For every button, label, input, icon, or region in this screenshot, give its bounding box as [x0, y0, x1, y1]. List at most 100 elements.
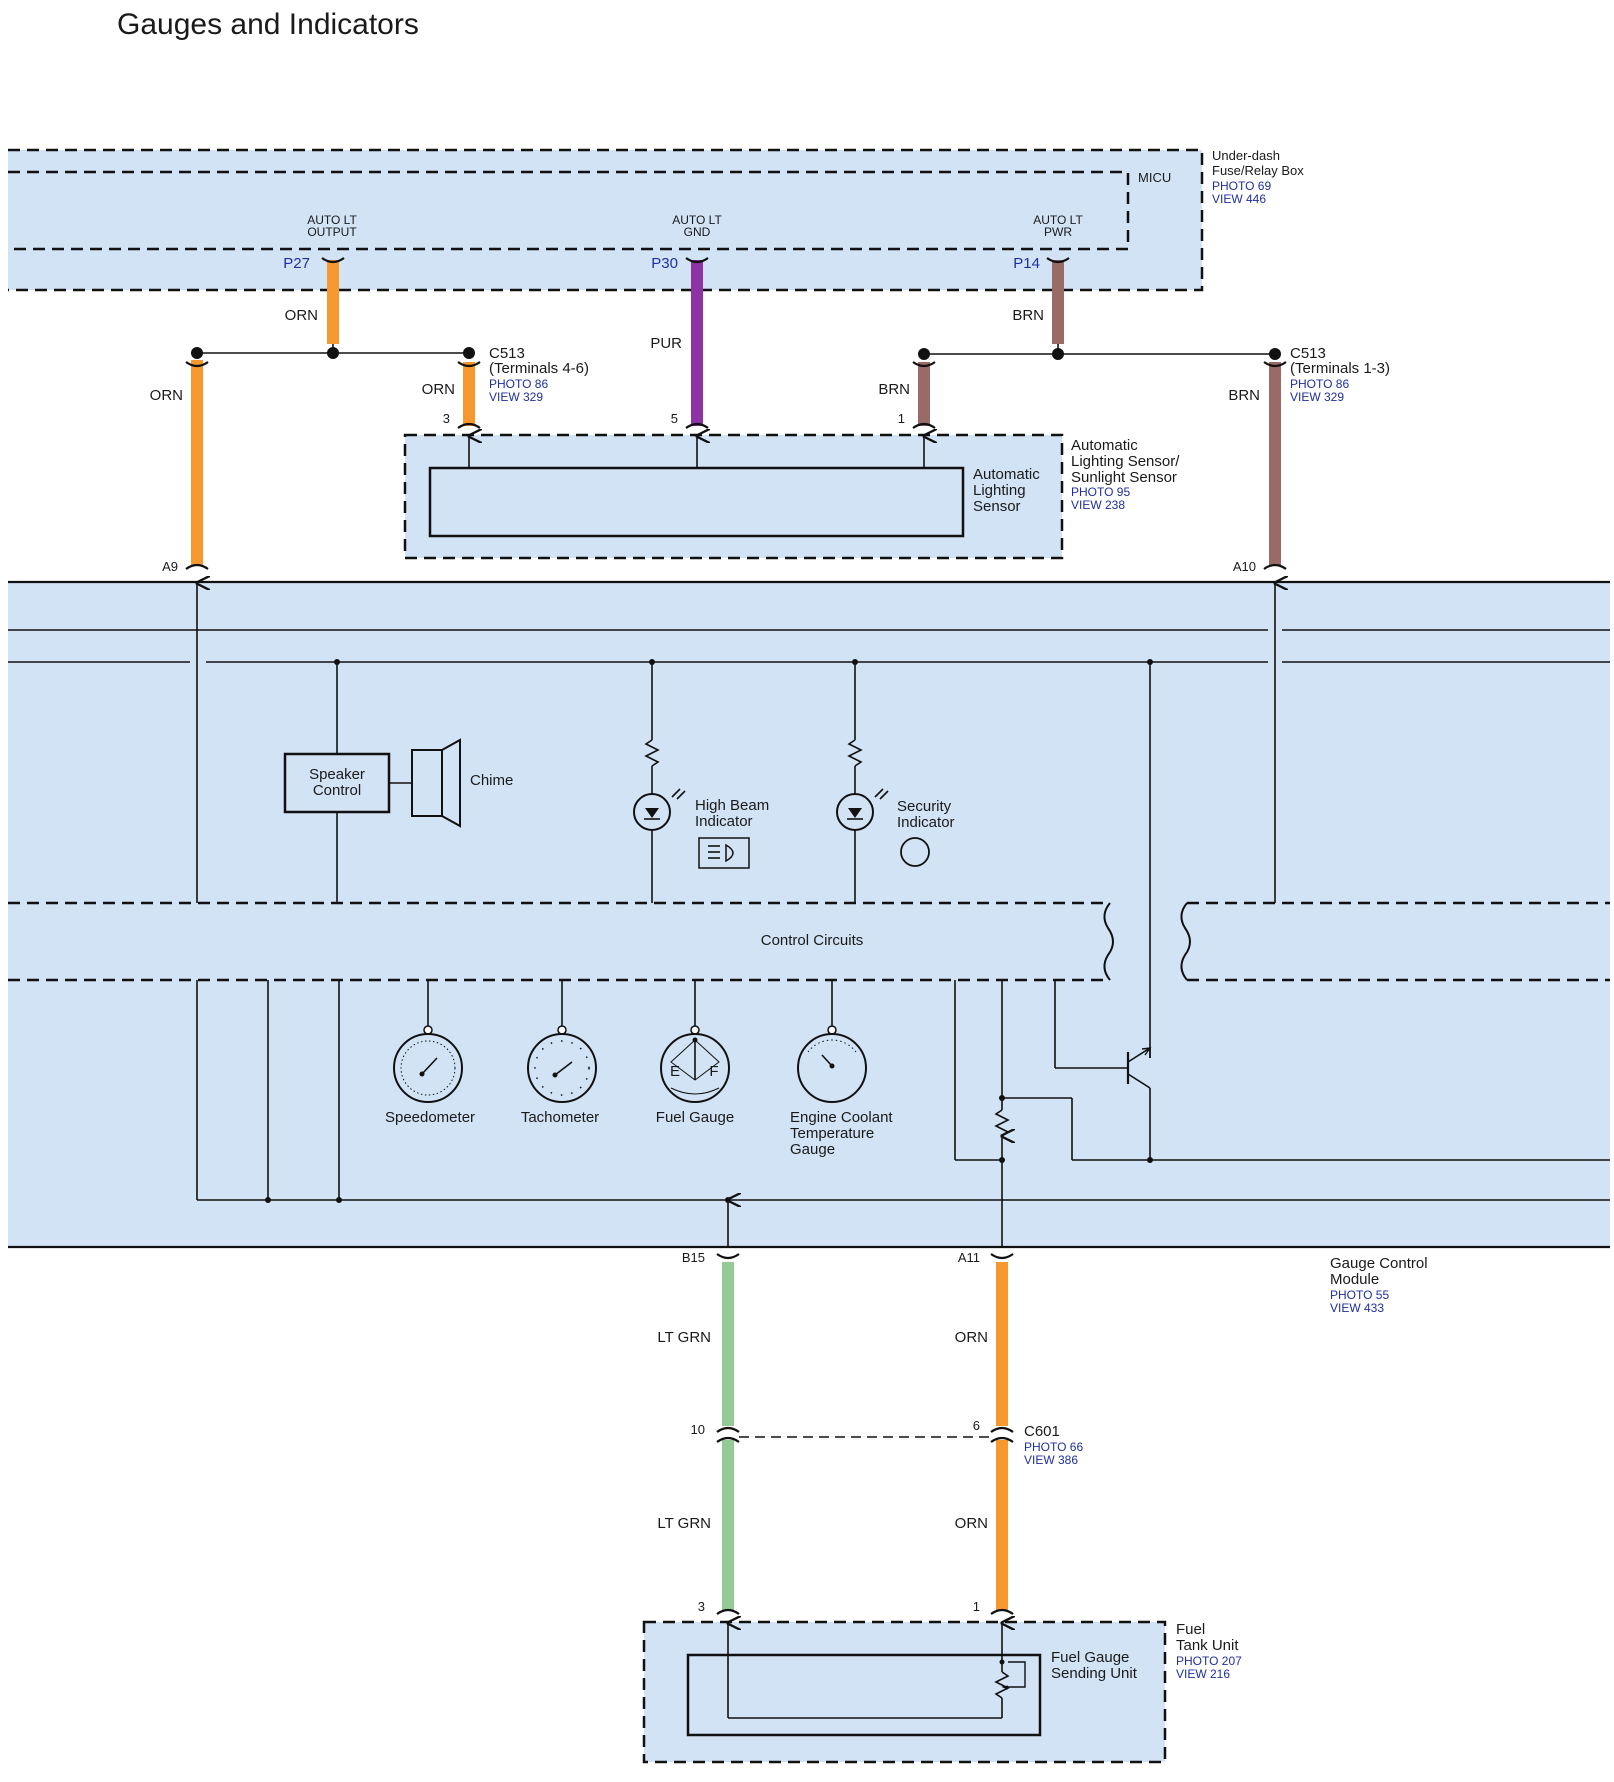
wire-label-a10: BRN [1228, 387, 1260, 404]
sensor-name-3: Sunlight Sensor [1071, 469, 1177, 486]
wire-p30-pur [691, 260, 703, 426]
c601-photo: PHOTO 66 [1024, 1440, 1083, 1454]
lighting-sensor-unit: Automatic Lighting Sensor Automatic Ligh… [403, 435, 1180, 560]
wire-pin1-brn [918, 362, 930, 426]
sensor-inner-3: Sensor [973, 498, 1021, 515]
gauge-module-name-2: Module [1330, 1271, 1379, 1288]
wire-label-b15-lower: LT GRN [657, 1515, 711, 1532]
auto-lt-pwr-label-2: PWR [1044, 225, 1072, 239]
control-circuits-label: Control Circuits [761, 932, 864, 949]
auto-lt-pwr-label-1: AUTO LT [1033, 213, 1083, 227]
wire-a9-orn [191, 360, 203, 566]
fuel-tank-photo: PHOTO 207 [1176, 1654, 1242, 1668]
bottom-wiring: B15 A11 LT GRN ORN LT GRN ORN 10 6 C601 … [657, 1250, 1083, 1615]
c513-left-name: C513 [489, 345, 525, 362]
fuse-relay-box: MICU Under-dash Fuse/Relay Box PHOTO 69 … [8, 148, 1304, 292]
pin-p30: P30 [651, 255, 678, 272]
sending-unit-2: Sending Unit [1051, 1665, 1138, 1682]
top-wiring: P27 P30 P14 ORN PUR BRN ORN ORN BRN BRN … [150, 255, 1390, 574]
auto-lt-output-label-1: AUTO LT [307, 213, 357, 227]
fuel-tank-pin-3: 3 [698, 1599, 705, 1614]
auto-lt-gnd-label-2: GND [684, 225, 711, 239]
c601-pin-6: 6 [973, 1418, 980, 1433]
wire-pin3-orn [463, 362, 475, 426]
wire-a11-upper [996, 1262, 1008, 1426]
sensor-view: VIEW 238 [1071, 498, 1125, 512]
coolant-label-3: Gauge [790, 1141, 835, 1158]
gauge-module-photo: PHOTO 55 [1330, 1288, 1389, 1302]
wire-a11-lower [996, 1440, 1008, 1610]
fuse-box-photo: PHOTO 69 [1212, 179, 1271, 193]
wire-label-pin1: BRN [878, 381, 910, 398]
fuse-box-name-1: Under-dash [1212, 148, 1280, 163]
coolant-gauge-icon [797, 1033, 867, 1103]
auto-lt-gnd-label-1: AUTO LT [672, 213, 722, 227]
wire-label-pin3: ORN [422, 381, 455, 398]
pin-a10: A10 [1233, 559, 1256, 574]
wire-a10-brn [1269, 362, 1281, 566]
fuel-tank-name-1: Fuel [1176, 1621, 1205, 1638]
micu-label: MICU [1138, 170, 1171, 185]
c513-left-photo: PHOTO 86 [489, 377, 548, 391]
c601-name: C601 [1024, 1423, 1060, 1440]
sensor-name-1: Automatic [1071, 437, 1138, 454]
wire-b15-lower [722, 1440, 734, 1610]
headlight-icon [698, 837, 750, 869]
wire-label-a9: ORN [150, 387, 183, 404]
speaker-control-2: Control [313, 782, 361, 799]
wire-label-p27: ORN [285, 307, 318, 324]
tachometer-icon [527, 1033, 597, 1103]
fuel-empty-label: E [670, 1063, 680, 1080]
c513-right-photo: PHOTO 86 [1290, 377, 1349, 391]
chime-icon [411, 738, 461, 828]
gauge-control-module: Gauge Control Module PHOTO 55 VIEW 433 C… [8, 582, 1610, 1315]
pin-a11: A11 [958, 1250, 980, 1265]
c601-view: VIEW 386 [1024, 1453, 1078, 1467]
sensor-pin-1: 1 [898, 411, 905, 426]
c513-right-name: C513 [1290, 345, 1326, 362]
auto-lt-output-label-2: OUTPUT [307, 225, 357, 239]
c513-left-view: VIEW 329 [489, 390, 543, 404]
wire-label-a11-upper: ORN [955, 1329, 988, 1346]
wire-p27-orn [327, 260, 339, 344]
fuel-tank-view: VIEW 216 [1176, 1667, 1230, 1681]
c513-left-terminals: (Terminals 4-6) [489, 360, 589, 377]
fuel-full-label: F [709, 1063, 718, 1080]
fuse-box-name-2: Fuse/Relay Box [1212, 163, 1304, 178]
sensor-pin-3: 3 [443, 411, 450, 426]
speedometer-label: Speedometer [385, 1109, 475, 1126]
wire-label-p14: BRN [1012, 307, 1044, 324]
c513-right-view: VIEW 329 [1290, 390, 1344, 404]
pin-p14: P14 [1013, 255, 1040, 272]
transistor-icon [1126, 1047, 1152, 1089]
high-beam-label-1: High Beam [695, 797, 769, 814]
speaker-control-1: Speaker [309, 766, 365, 783]
sensor-pin-5: 5 [671, 411, 678, 426]
wire-label-p30: PUR [650, 335, 682, 352]
c601-pin-10: 10 [691, 1422, 705, 1437]
sensor-inner-1: Automatic [973, 466, 1040, 483]
fuel-tank-pin-1: 1 [973, 1599, 980, 1614]
security-icon [900, 837, 930, 867]
gauge-module-view: VIEW 433 [1330, 1301, 1384, 1315]
wire-label-a11-lower: ORN [955, 1515, 988, 1532]
pin-b15: B15 [682, 1250, 705, 1265]
coolant-label-1: Engine Coolant [790, 1109, 893, 1126]
gauge-module-name-1: Gauge Control [1330, 1255, 1428, 1272]
fuel-tank-unit: Fuel Gauge Sending Unit Fuel Tank Unit P… [642, 1621, 1242, 1764]
security-label-2: Indicator [897, 814, 955, 831]
security-label-1: Security [897, 798, 952, 815]
sensor-inner-2: Lighting [973, 482, 1026, 499]
page-title: Gauges and Indicators [117, 8, 419, 41]
wire-label-b15-upper: LT GRN [657, 1329, 711, 1346]
wire-b15-upper [722, 1262, 734, 1426]
tachometer-label: Tachometer [521, 1109, 599, 1126]
fuel-tank-name-2: Tank Unit [1176, 1637, 1239, 1654]
sending-unit-1: Fuel Gauge [1051, 1649, 1129, 1666]
c513-right-terminals: (Terminals 1-3) [1290, 360, 1390, 377]
speedometer-icon [393, 1033, 463, 1103]
fuel-gauge-label: Fuel Gauge [656, 1109, 734, 1126]
fuse-box-view: VIEW 446 [1212, 192, 1266, 206]
wire-p14-brn [1052, 260, 1064, 344]
